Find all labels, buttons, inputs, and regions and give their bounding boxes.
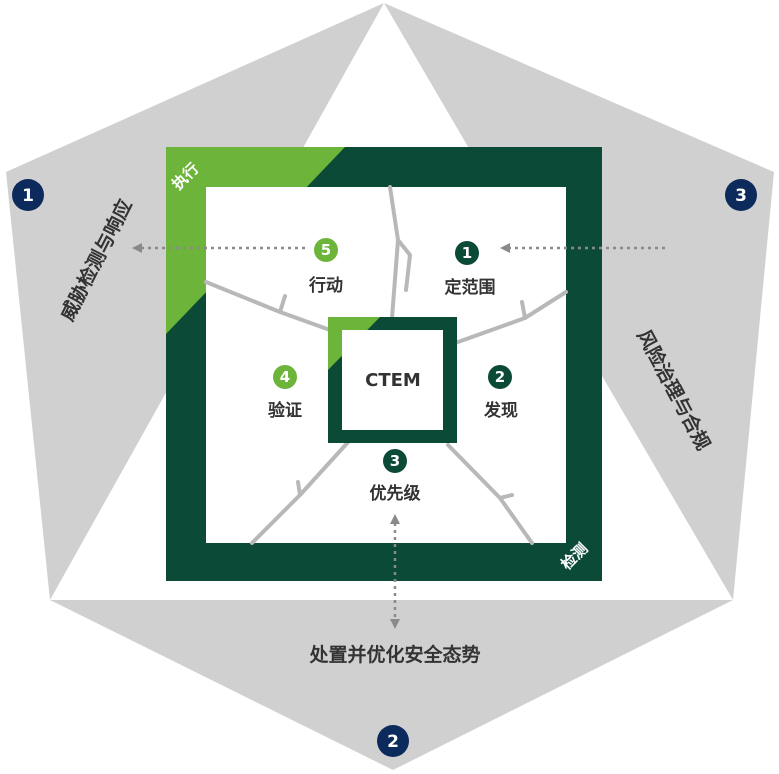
arrow-left-head bbox=[132, 243, 142, 253]
crack-bottom-left bbox=[250, 438, 352, 545]
step-4-label: 验证 bbox=[268, 400, 302, 421]
center-label: CTEM bbox=[365, 370, 421, 391]
outer-2-label: 处置并优化安全态势 bbox=[308, 643, 480, 666]
step-1-label: 定范围 bbox=[445, 277, 496, 298]
center-box: CTEM bbox=[328, 317, 457, 443]
dotted-arrows bbox=[142, 246, 665, 620]
step-4-number: 4 bbox=[280, 368, 290, 386]
step-5-number: 5 bbox=[321, 241, 331, 259]
step-2-badge bbox=[488, 365, 512, 389]
outer-2-badge bbox=[377, 725, 409, 757]
step-5: 5 行动 bbox=[308, 238, 343, 296]
step-5-badge bbox=[314, 238, 338, 262]
step-2-label: 发现 bbox=[483, 400, 518, 421]
step-1: 1 定范围 bbox=[445, 241, 496, 298]
petal-bottom bbox=[50, 600, 733, 770]
step-3-badge bbox=[383, 449, 407, 473]
crack-top bbox=[388, 185, 412, 320]
step-4-badge bbox=[273, 365, 297, 389]
step-3-number: 3 bbox=[390, 452, 400, 470]
outer-3-number: 3 bbox=[735, 186, 747, 206]
step-4: 4 验证 bbox=[268, 365, 302, 421]
arrow-bottom-head-down bbox=[390, 619, 400, 629]
arrow-bottom-head-up bbox=[390, 514, 400, 524]
step-2-number: 2 bbox=[495, 368, 505, 386]
arrow-right-head bbox=[500, 243, 510, 253]
outer-2-number: 2 bbox=[387, 732, 399, 752]
center-box-inner bbox=[342, 330, 443, 430]
crack-lines bbox=[204, 185, 568, 545]
step-3-label: 优先级 bbox=[370, 483, 421, 504]
step-2: 2 发现 bbox=[483, 365, 518, 421]
crack-right bbox=[456, 290, 568, 344]
crack-bottom-right bbox=[446, 443, 534, 545]
step-5-label: 行动 bbox=[308, 275, 343, 296]
step-1-badge bbox=[455, 241, 479, 265]
outer-1-number: 1 bbox=[22, 186, 34, 206]
arrow-heads bbox=[132, 243, 510, 629]
outer-1-badge bbox=[12, 179, 44, 211]
crack-left bbox=[204, 280, 332, 332]
step-1-number: 1 bbox=[462, 244, 472, 262]
outer-3-badge bbox=[725, 179, 757, 211]
outer-item-2: 2 处置并优化安全态势 bbox=[308, 643, 481, 757]
step-3: 3 优先级 bbox=[370, 449, 421, 504]
